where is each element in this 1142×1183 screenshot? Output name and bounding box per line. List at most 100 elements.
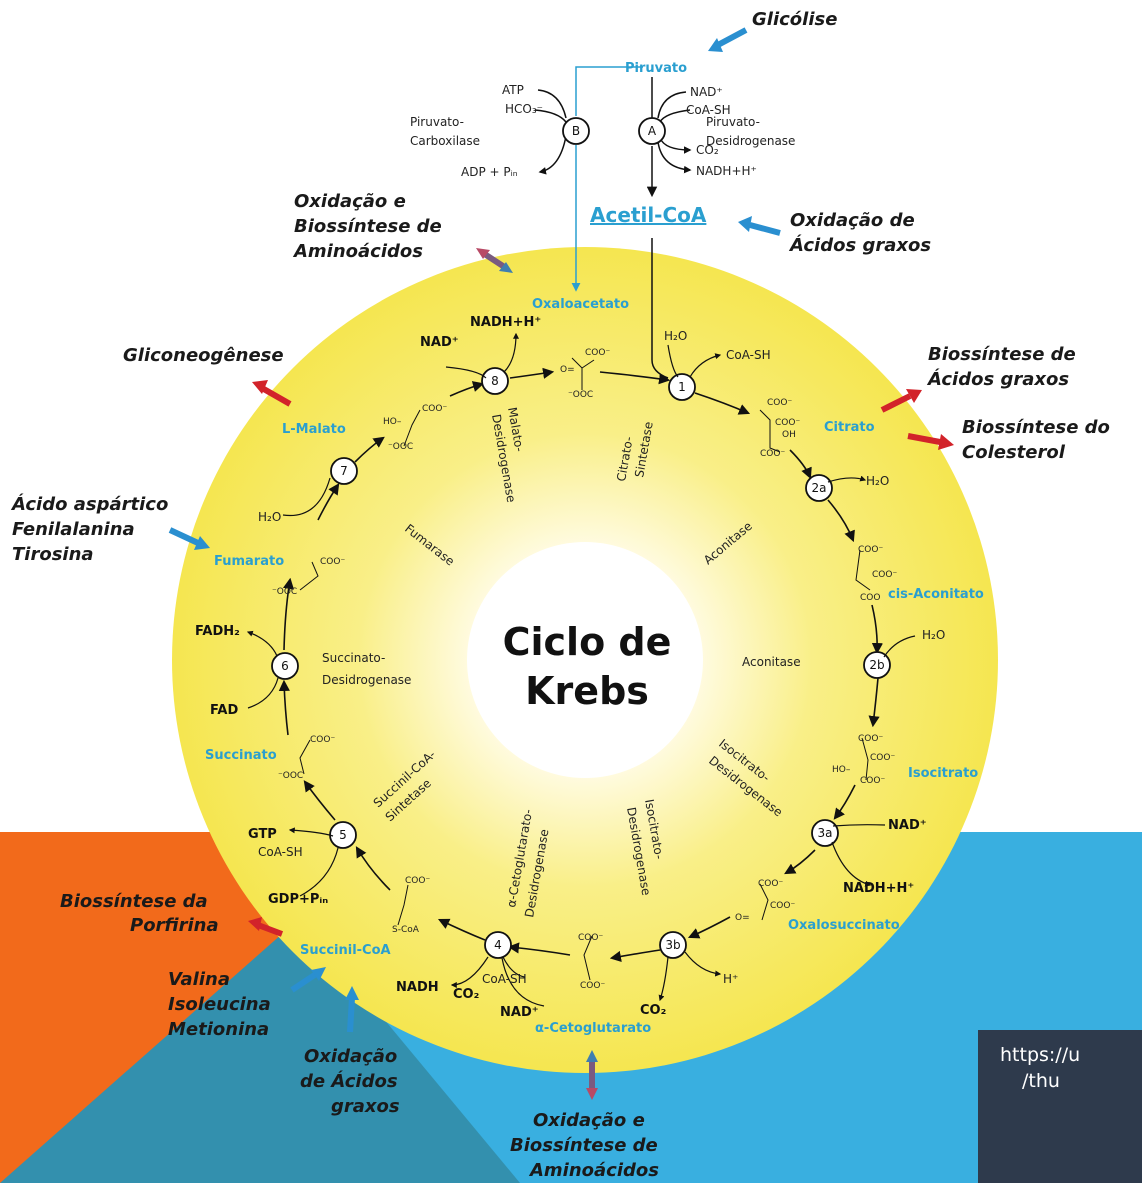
svg-text:GTP: GTP <box>248 827 277 842</box>
step-8: 8 <box>481 367 509 395</box>
center-title-line2: Krebs <box>525 669 649 713</box>
svg-text:CO₂: CO₂ <box>453 987 479 1002</box>
svg-text:Oxidação: Oxidação <box>304 1046 397 1067</box>
svg-text:OH: OH <box>782 430 796 440</box>
svg-text:Aminoácidos: Aminoácidos <box>292 241 423 262</box>
svg-text:⁻OOC: ⁻OOC <box>278 771 303 781</box>
svg-text:H⁺: H⁺ <box>723 972 738 986</box>
arrow-aminoacidos-bottom <box>586 1050 598 1100</box>
svg-text:NAD⁺: NAD⁺ <box>500 1005 539 1020</box>
svg-text:COO⁻: COO⁻ <box>320 557 345 567</box>
svg-text:1: 1 <box>678 380 686 394</box>
svg-text:COO⁻: COO⁻ <box>870 753 895 763</box>
step-7: 7 <box>330 457 358 485</box>
compound-succinato: Succinato <box>205 748 277 763</box>
svg-text:A: A <box>648 124 657 138</box>
step-3a: 3a <box>811 819 839 847</box>
compound-alfa-cetoglutarato: α-Cetoglutarato <box>535 1021 651 1036</box>
step-5: 5 <box>329 821 357 849</box>
step-b: B <box>562 117 590 145</box>
step-3b: 3b <box>659 931 687 959</box>
svg-text:H₂O: H₂O <box>866 474 889 488</box>
svg-text:NAD⁺: NAD⁺ <box>420 335 459 350</box>
compound-isocitrato: Isocitrato <box>908 766 978 781</box>
svg-text:COO⁻: COO⁻ <box>585 348 610 358</box>
pathway-labels: Glicólise Oxidação de Ácidos graxos Oxid… <box>10 9 1110 1181</box>
svg-text:H₂O: H₂O <box>258 510 281 524</box>
arrow-aspartico <box>168 527 210 550</box>
svg-text:O=: O= <box>560 365 575 375</box>
svg-text:Desidrogenase: Desidrogenase <box>706 134 795 148</box>
arrow-porfirina <box>248 917 284 937</box>
teal-region <box>0 918 520 1183</box>
svg-text:NADH: NADH <box>396 980 439 995</box>
svg-text:7: 7 <box>340 464 348 478</box>
step-2a: 2a <box>805 474 833 502</box>
svg-text:Aconitase: Aconitase <box>742 655 801 669</box>
svg-text:COO⁻: COO⁻ <box>578 933 603 943</box>
svg-text:6: 6 <box>281 659 289 673</box>
compound-labels: Piruvato Acetil-CoA Oxaloacetato Citrato… <box>205 61 984 1036</box>
svg-text:5: 5 <box>339 828 347 842</box>
svg-text:4: 4 <box>494 938 502 952</box>
compound-oxalosuccinato: Oxalosuccinato <box>788 918 900 933</box>
svg-text:COO⁻: COO⁻ <box>770 901 795 911</box>
svg-text:Porfirina: Porfirina <box>130 915 219 936</box>
svg-text:Oxidação e: Oxidação e <box>533 1110 645 1131</box>
svg-text:Oxidação e: Oxidação e <box>294 191 406 212</box>
svg-text:CoA-SH: CoA-SH <box>726 348 771 362</box>
svg-text:COO⁻: COO⁻ <box>422 404 447 414</box>
svg-text:Ácidos graxos: Ácidos graxos <box>926 368 1069 390</box>
svg-text:H₂O: H₂O <box>922 628 945 642</box>
source-url-box: https://u /thu <box>978 1030 1142 1183</box>
svg-text:NADH+H⁺: NADH+H⁺ <box>696 164 757 178</box>
url-line-2: /thu <box>1022 1070 1060 1092</box>
svg-text:Biossíntese do: Biossíntese do <box>962 417 1110 438</box>
svg-text:COO⁻: COO⁻ <box>858 734 883 744</box>
arrow-oxidacao-acidos-bottom <box>345 986 359 1033</box>
svg-text:Valina: Valina <box>168 969 230 990</box>
svg-text:FAD: FAD <box>210 703 238 718</box>
svg-text:H₂O: H₂O <box>664 329 687 343</box>
svg-text:⁻OOC: ⁻OOC <box>272 587 297 597</box>
svg-text:COO: COO <box>860 593 880 603</box>
svg-text:Piruvato-: Piruvato- <box>706 115 760 129</box>
step-markers: B A 1 2a 2b 3a 3b 4 5 6 7 8 <box>271 117 891 959</box>
svg-text:CO₂: CO₂ <box>696 143 719 157</box>
svg-text:COO⁻: COO⁻ <box>758 879 783 889</box>
arrow-glicolise <box>708 27 748 52</box>
compound-l-malato: L-Malato <box>282 422 346 437</box>
svg-text:Aminoácidos: Aminoácidos <box>528 1160 659 1181</box>
step-6: 6 <box>271 652 299 680</box>
svg-text:Oxidação de: Oxidação de <box>790 210 915 231</box>
cycle-center <box>467 542 703 778</box>
svg-text:CO₂: CO₂ <box>640 1003 666 1018</box>
compound-citrato: Citrato <box>824 420 875 435</box>
compound-oxaloacetato: Oxaloacetato <box>532 297 629 312</box>
url-line-1: https://u <box>1000 1044 1081 1066</box>
cycle-arrows <box>278 367 883 962</box>
svg-text:Colesterol: Colesterol <box>962 442 1066 463</box>
svg-text:NADH+H⁺: NADH+H⁺ <box>843 881 914 896</box>
svg-text:Tirosina: Tirosina <box>12 544 94 565</box>
arrow-valina <box>290 967 326 993</box>
svg-text:8: 8 <box>491 374 499 388</box>
arrow-gliconeogenese <box>252 380 292 407</box>
svg-text:CoA-SH: CoA-SH <box>258 845 303 859</box>
svg-text:COO⁻: COO⁻ <box>767 398 792 408</box>
molecule-text: COO⁻ O= ⁻OOC COO⁻ COO⁻ OH COO⁻ COO⁻ COO⁻… <box>272 348 897 991</box>
pathway-arrows <box>168 27 954 1100</box>
svg-text:Biossíntese de: Biossíntese de <box>928 344 1076 365</box>
svg-text:CoA-SH: CoA-SH <box>482 972 527 986</box>
compound-acetil-coa: Acetil-CoA <box>590 203 707 227</box>
cofactor-curves <box>246 332 916 1007</box>
compound-cis-aconitato: cis-Aconitato <box>888 587 984 602</box>
cofactors: ATP HCO₃⁻ ADP + Pᵢₙ NAD⁺ CoA-SH CO₂ NADH… <box>195 83 945 1020</box>
arrow-acidos-graxos <box>880 389 922 413</box>
arrow-colesterol <box>907 433 954 450</box>
svg-text:O=: O= <box>735 913 750 923</box>
svg-text:Isoleucina: Isoleucina <box>168 994 271 1015</box>
compound-piruvato: Piruvato <box>625 61 687 76</box>
svg-text:de Ácidos: de Ácidos <box>300 1070 398 1092</box>
